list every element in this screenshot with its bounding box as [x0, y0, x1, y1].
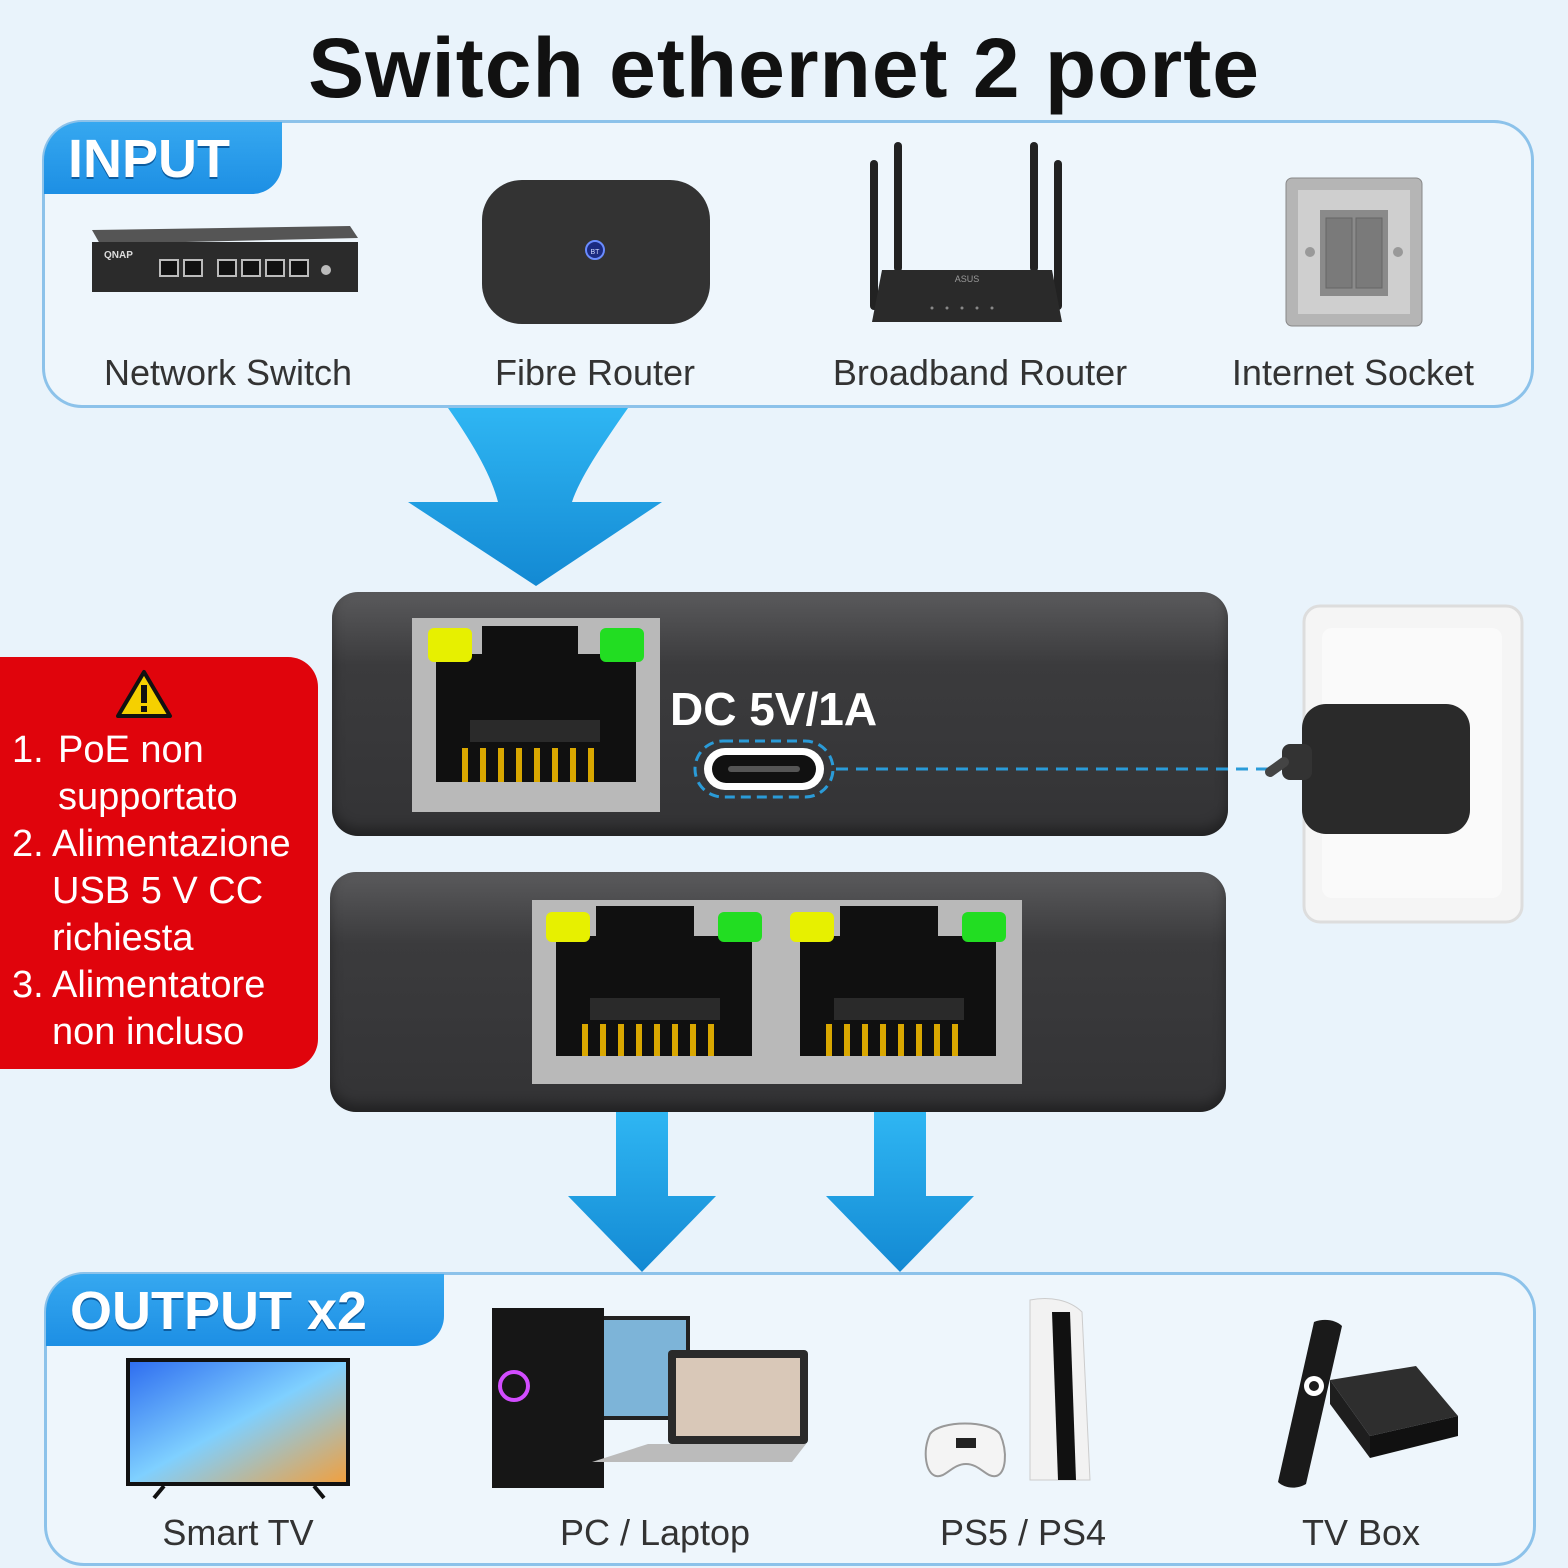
warning-box: 1.PoE non supportato 2.Alimentazione USB… — [0, 657, 318, 1069]
input-label-broadband-router: Broadband Router — [832, 352, 1128, 393]
input-label-internet-socket: Internet Socket — [1231, 352, 1475, 393]
output-label-tv-box: TV Box — [1301, 1512, 1421, 1553]
input-label-fibre-router: Fibre Router — [494, 352, 696, 393]
tv-box-icon — [1278, 1319, 1458, 1488]
warning-triangle-icon — [116, 670, 172, 718]
switch-brand: QNAP — [104, 250, 133, 261]
output-label-smart-tv: Smart TV — [162, 1512, 314, 1553]
fibre-router-icon: BT — [482, 180, 710, 324]
rj45-output-port-2[interactable] — [776, 900, 1022, 1084]
playstation-icon — [924, 1298, 1091, 1481]
broadband-router-icon: ASUS — [870, 142, 1062, 322]
power-adapter-icon — [1265, 604, 1524, 924]
output-down-arrow-2-icon — [826, 1112, 974, 1272]
output-label-playstation: PS5 / PS4 — [939, 1512, 1107, 1553]
dc-power-label: DC 5V/1A — [670, 683, 878, 735]
input-tag: INPUT — [44, 122, 282, 194]
warning-item: 3.Alimentatore non incluso — [12, 964, 266, 1053]
input-label-network-switch: Network Switch — [103, 352, 353, 393]
network-switch-icon: QNAP — [92, 226, 358, 292]
pc-laptop-icon — [492, 1308, 808, 1488]
rj45-output-port-1[interactable] — [532, 900, 778, 1084]
input-down-arrow-icon — [408, 408, 662, 586]
svg-text:BT: BT — [591, 249, 601, 256]
output-tag: OUTPUT x2 — [46, 1274, 444, 1346]
internet-socket-icon — [1285, 177, 1423, 327]
usb-c-port[interactable] — [692, 738, 836, 800]
page-title: Switch ethernet 2 porte — [308, 21, 1260, 115]
power-dashed-line — [836, 767, 1276, 771]
warning-item: 1.PoE non supportato — [12, 729, 238, 818]
svg-text:ASUS: ASUS — [955, 274, 980, 284]
output-down-arrow-1-icon — [568, 1112, 716, 1272]
warning-list: 1.PoE non supportato 2.Alimentazione USB… — [12, 727, 312, 1056]
warning-item: 2.Alimentazione USB 5 V CC richiesta — [12, 823, 291, 959]
smart-tv-icon — [126, 1358, 350, 1500]
output-label-pc-laptop: PC / Laptop — [559, 1512, 751, 1553]
rj45-input-port[interactable] — [412, 618, 660, 812]
